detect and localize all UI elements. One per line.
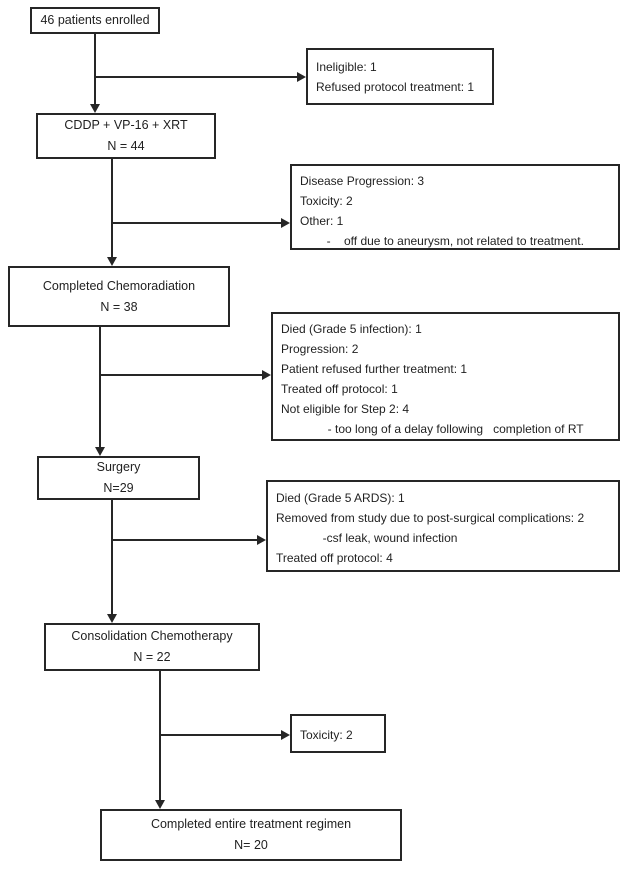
step2-loss-line: - too long of a delay following completi… <box>281 422 584 436</box>
arrowhead-right-icon <box>257 535 266 545</box>
surgery-n: N=29 <box>103 481 134 495</box>
box-cddp-vp16-xrt: CDDP + VP-16 + XRT N = 44 <box>36 113 216 159</box>
completed-chemoradiation-n: N = 38 <box>100 299 138 314</box>
surgery-loss-line: Treated off protocol: 4 <box>276 551 393 565</box>
step2-loss-line: Treated off protocol: 1 <box>281 382 398 396</box>
step2-loss-line: Died (Grade 5 infection): 1 <box>281 322 422 336</box>
connector-enrolled-to-cddp <box>94 34 96 104</box>
step2-loss-line: Progression: 2 <box>281 342 359 356</box>
box-completed-regimen: Completed entire treatment regimen N= 20 <box>100 809 402 861</box>
completed-regimen-n: N= 20 <box>234 838 268 852</box>
chemoradiation-loss-line: Toxicity: 2 <box>300 194 353 208</box>
connector-to-step2-losses <box>99 374 262 376</box>
arrowhead-down-icon <box>107 614 117 623</box>
connector-cddp-to-chemoradiation <box>111 158 113 257</box>
box-ineligible: Ineligible: 1 Refused protocol treatment… <box>306 48 494 105</box>
connector-to-toxicity <box>159 734 281 736</box>
ineligible-line: Refused protocol treatment: 1 <box>316 80 475 94</box>
surgery-loss-line: -csf leak, wound infection <box>276 531 458 545</box>
arrowhead-down-icon <box>95 447 105 456</box>
arrowhead-down-icon <box>107 257 117 266</box>
arrowhead-right-icon <box>262 370 271 380</box>
arrowhead-down-icon <box>90 104 100 113</box>
connector-chemoradiation-to-surgery <box>99 327 101 447</box>
consolidation-n: N = 22 <box>133 650 171 664</box>
consolidation-title: Consolidation Chemotherapy <box>71 629 233 643</box>
connector-surgery-to-consolidation <box>111 500 113 614</box>
box-enrolled: 46 patients enrolled <box>30 7 160 34</box>
chemoradiation-loss-line: - off due to aneurysm, not related to tr… <box>300 234 584 248</box>
arrowhead-right-icon <box>297 72 306 82</box>
box-chemoradiation-losses: Disease Progression: 3 Toxicity: 2 Other… <box>290 164 620 250</box>
toxicity-line: Toxicity: 2 <box>300 728 353 742</box>
box-surgery: Surgery N=29 <box>37 456 200 500</box>
connector-to-chemoradiation-losses <box>111 222 281 224</box>
surgery-loss-line: Died (Grade 5 ARDS): 1 <box>276 491 405 505</box>
arrowhead-down-icon <box>155 800 165 809</box>
box-step2-losses: Died (Grade 5 infection): 1 Progression:… <box>271 312 620 441</box>
cddp-title: CDDP + VP-16 + XRT <box>64 118 188 132</box>
step2-loss-line: Patient refused further treatment: 1 <box>281 362 468 376</box>
connector-to-ineligible <box>94 76 297 78</box>
cddp-n: N = 44 <box>107 139 145 153</box>
step2-loss-line: Not eligible for Step 2: 4 <box>281 402 410 416</box>
chemoradiation-loss-line: Disease Progression: 3 <box>300 174 425 188</box>
box-completed-chemoradiation: Completed Chemoradiation N = 38 <box>8 266 230 327</box>
ineligible-line: Ineligible: 1 <box>316 60 377 74</box>
box-surgery-losses: Died (Grade 5 ARDS): 1 Removed from stud… <box>266 480 620 572</box>
completed-regimen-title: Completed entire treatment regimen <box>150 817 352 831</box>
box-consolidation-chemotherapy: Consolidation Chemotherapy N = 22 <box>44 623 260 671</box>
chemoradiation-loss-line: Other: 1 <box>300 214 344 228</box>
completed-chemoradiation-title: Completed Chemoradiation <box>42 278 196 293</box>
box-toxicity: Toxicity: 2 <box>290 714 386 753</box>
enrolled-label: 46 patients enrolled <box>40 13 150 27</box>
arrowhead-right-icon <box>281 218 290 228</box>
arrowhead-right-icon <box>281 730 290 740</box>
surgery-title: Surgery <box>96 460 141 474</box>
connector-to-surgery-losses <box>111 539 257 541</box>
surgery-loss-line: Removed from study due to post-surgical … <box>276 511 585 525</box>
